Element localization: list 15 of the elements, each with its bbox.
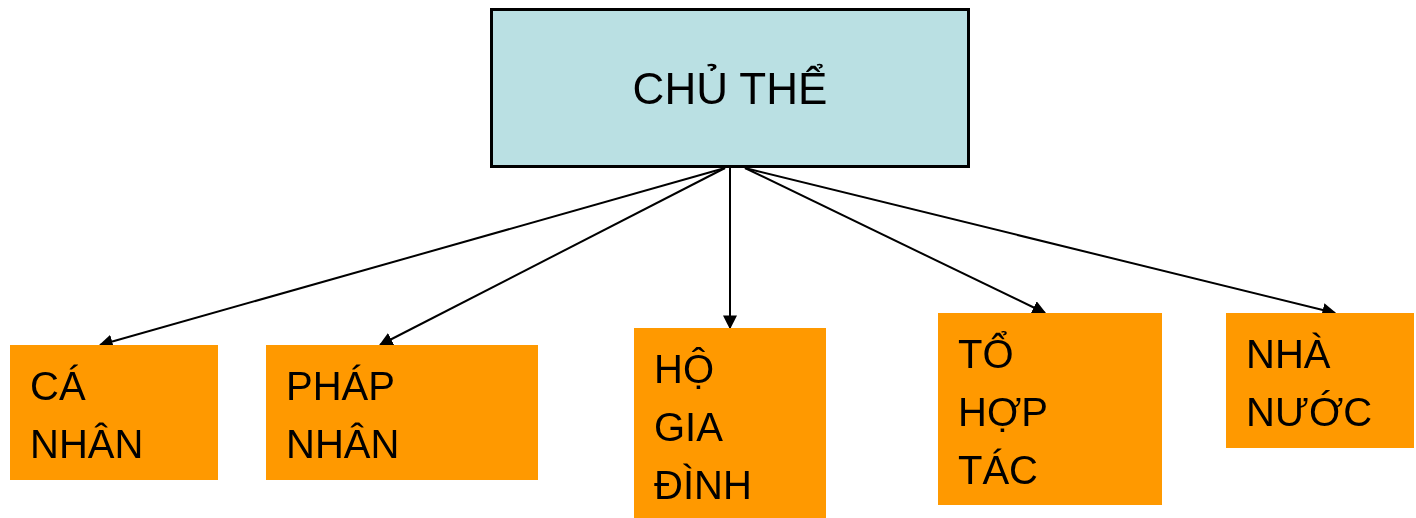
category-box: [634, 328, 826, 518]
arrow: [723, 167, 737, 330]
category-box: [266, 345, 538, 480]
box-label: CHỦ THỂ: [632, 62, 828, 115]
root-box: [490, 8, 970, 168]
category-box: [10, 345, 218, 480]
box-label: NHÀ NƯỚC: [1246, 331, 1373, 436]
arrow: [378, 167, 726, 346]
category-box: [938, 313, 1162, 505]
arrow: [744, 167, 1047, 314]
box-label: PHÁP NHÂN: [286, 363, 400, 468]
box-label: CÁ NHÂN: [30, 363, 144, 468]
category-box: [1226, 313, 1414, 448]
box-label: TỔ HỢP TÁC: [958, 330, 1048, 494]
box-label: HỘ GIA ĐÌNH: [654, 346, 752, 509]
